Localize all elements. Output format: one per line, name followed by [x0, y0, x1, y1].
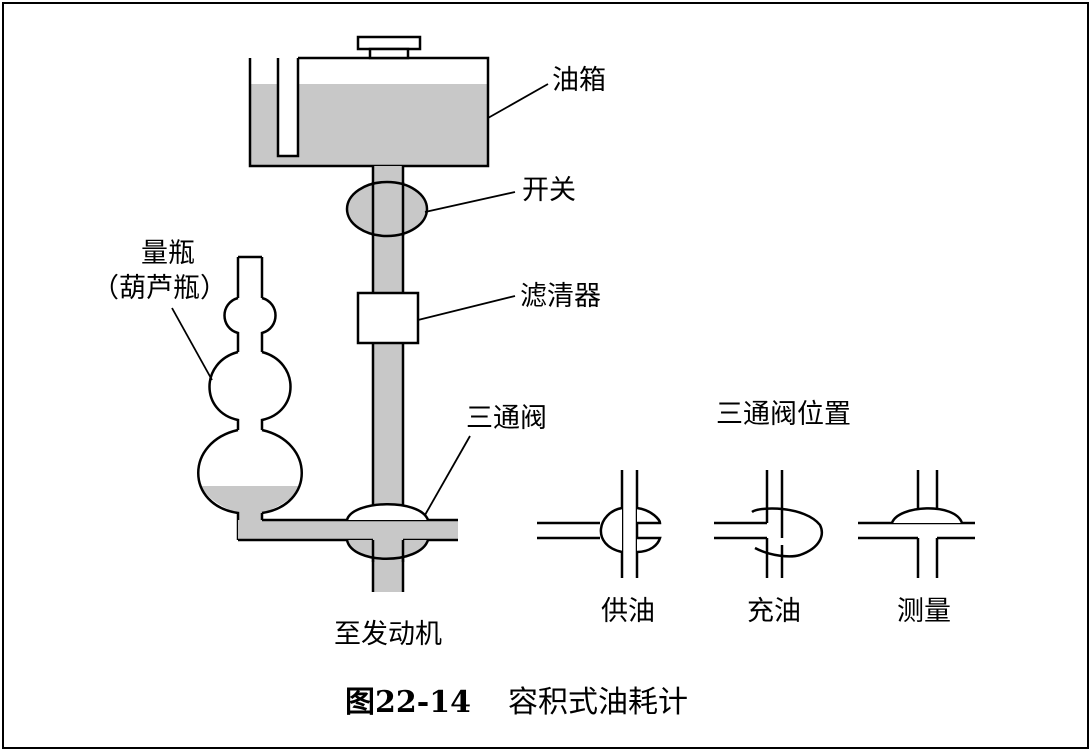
- fuel-filter: [356, 291, 420, 345]
- label-position-measure: 测量: [897, 596, 951, 627]
- switch-valve: [345, 180, 429, 238]
- label-three-way-valve: 三通阀: [466, 403, 547, 434]
- valve-position-measure: [858, 470, 975, 578]
- valve-position-fill: [714, 470, 824, 578]
- fuel-tank: [248, 35, 490, 168]
- tank-cap: [356, 35, 422, 51]
- label-switch: 开关: [522, 175, 576, 206]
- caption-title: 容积式油耗计: [508, 685, 688, 720]
- leader-tank: [487, 83, 549, 119]
- three-way-valve-main: [345, 503, 430, 562]
- leader-valve: [424, 435, 471, 516]
- measuring-bottle: [197, 255, 303, 540]
- label-valve-positions-title: 三通阀位置: [716, 399, 851, 430]
- leader-filter: [417, 295, 516, 321]
- label-filter: 滤清器: [520, 281, 601, 312]
- label-bottle-line2: （葫芦瓶）: [92, 273, 227, 304]
- caption-number: 图22-14: [345, 685, 471, 720]
- leader-switch: [424, 191, 516, 213]
- horizontal-pipe: [238, 513, 458, 592]
- label-to-engine: 至发动机: [334, 619, 442, 650]
- label-position-supply: 供油: [601, 596, 655, 627]
- label-bottle-line1: 量瓶: [141, 238, 195, 269]
- leader-bottle: [171, 307, 213, 381]
- label-position-fill: 充油: [747, 596, 801, 627]
- valve-position-supply: [537, 470, 662, 578]
- label-tank: 油箱: [552, 65, 606, 96]
